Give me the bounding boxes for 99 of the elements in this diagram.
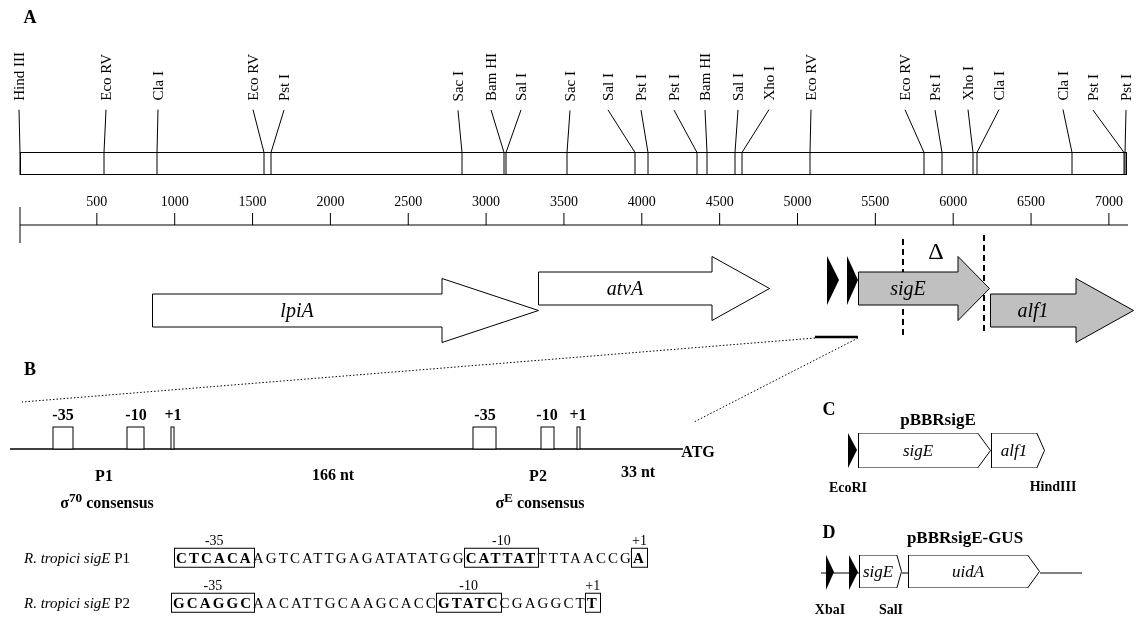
leader-line <box>156 109 159 153</box>
distance-label: 33 nt <box>620 463 656 481</box>
restriction-site-label: Xho I <box>960 66 976 101</box>
restriction-site-label: Eco RV <box>245 54 261 101</box>
leader-line <box>505 109 522 153</box>
gene-arrow: lpiA <box>152 278 539 343</box>
start-codon-label: ATG <box>681 443 715 461</box>
promoter-name: P2 <box>529 467 547 485</box>
restriction-site-label: HindIII <box>1029 479 1077 495</box>
gene-arrow: atvA <box>538 256 770 321</box>
gene-arrow: alf1 <box>991 433 1045 468</box>
leader-line <box>18 109 21 153</box>
promoter-element-label: -35 <box>474 406 496 424</box>
plasmid-name: pBBRsigE <box>900 410 976 430</box>
leader-line <box>607 109 636 153</box>
restriction-site-label: Eco RV <box>98 54 114 101</box>
restriction-site-label: Sal I <box>730 73 746 101</box>
scale-number: 7000 <box>1094 194 1123 210</box>
leader-line <box>734 109 739 153</box>
leader-line <box>741 109 770 153</box>
promoter-element-label: -10 <box>536 406 558 424</box>
position-label: +1 <box>585 577 601 594</box>
position-label: -35 <box>204 532 224 549</box>
promoter-element-label: +1 <box>569 406 587 424</box>
leader-line <box>270 109 285 153</box>
restriction-site-label: Sac I <box>450 71 466 102</box>
restriction-site-label: Sal I <box>600 73 616 101</box>
restriction-site-label: Cla I <box>991 71 1007 101</box>
restriction-site-label: Pst I <box>1118 74 1134 102</box>
leader-line <box>490 109 505 153</box>
scale-number: 4000 <box>627 194 656 210</box>
restriction-site-label: Cla I <box>150 71 166 101</box>
promoter-element-label: -35 <box>52 406 74 424</box>
consensus-label: σ$^{E}$ consensus <box>495 490 585 512</box>
gene-arrow: sigE <box>858 433 991 468</box>
scale-number: 5000 <box>783 194 812 210</box>
scale-number: 6500 <box>1017 194 1046 210</box>
scale-number: 2500 <box>394 194 423 210</box>
gene-arrow: sigE <box>859 555 902 588</box>
restriction-site-label: EcoRI <box>828 480 868 496</box>
leader-line <box>673 109 698 153</box>
consensus-label: σ$^{70}$ consensus <box>60 490 154 512</box>
scale-number: 6000 <box>939 194 968 210</box>
scale-number: 500 <box>86 194 108 210</box>
panel-letter: D <box>822 523 836 543</box>
leader-line <box>566 109 571 153</box>
position-label: -10 <box>459 577 478 594</box>
scale-number: 5500 <box>861 194 890 210</box>
position-label: +1 <box>632 532 647 549</box>
leader-line <box>809 109 812 153</box>
scale-number: 3500 <box>549 194 578 210</box>
leader-line <box>457 109 463 153</box>
restriction-site-label: SalI <box>878 602 904 618</box>
promoter-name: P1 <box>95 467 113 485</box>
restriction-site-label: Pst I <box>666 74 682 102</box>
leader-line <box>1092 109 1125 153</box>
sequence-name: R. tropici sigE P2 <box>24 594 131 612</box>
restriction-site-label: Eco RV <box>897 54 913 101</box>
position-label: -35 <box>203 577 223 594</box>
leader-line <box>904 109 925 153</box>
leader-line <box>1124 109 1127 153</box>
restriction-site-label: Sac I <box>562 71 578 102</box>
panel-letter: B <box>24 360 36 380</box>
scale-number: 2000 <box>316 194 345 210</box>
leader-line <box>967 109 974 153</box>
position-label: -10 <box>492 532 511 549</box>
restriction-site-label: XbaI <box>814 602 846 618</box>
panel-letter: C <box>822 400 836 420</box>
promoter-element-label: -10 <box>125 406 147 424</box>
restriction-site-label: Bam HI <box>697 53 713 101</box>
scale-number: 4500 <box>705 194 734 210</box>
leader-line <box>252 109 265 153</box>
restriction-site-label: Eco RV <box>803 54 819 101</box>
restriction-map-bar <box>20 152 1127 175</box>
restriction-site-label: Xho I <box>761 66 777 101</box>
scale-number: 3000 <box>472 194 501 210</box>
gene-arrow: alf1 <box>990 278 1134 343</box>
panel-letter: A <box>23 8 37 28</box>
scale-number: 1000 <box>160 194 189 210</box>
leader-line <box>1062 109 1073 153</box>
leader-line <box>640 109 649 153</box>
promoter-element-label: +1 <box>164 406 182 424</box>
restriction-site-label: Pst I <box>276 74 292 102</box>
restriction-site-label: Cla I <box>1055 71 1071 101</box>
leader-line <box>103 109 107 153</box>
sequence-name: R. tropici sigE P1 <box>24 549 131 567</box>
restriction-site-label: Pst I <box>1085 74 1101 102</box>
leader-line <box>934 109 943 153</box>
restriction-site-label: Pst I <box>633 74 649 102</box>
plasmid-name: pBBRsigE-GUS <box>906 528 1024 548</box>
gene-arrow: uidA <box>908 555 1040 588</box>
restriction-site-label: Hind III <box>11 52 27 101</box>
scale-number: 1500 <box>238 194 267 210</box>
restriction-site-label: Bam HI <box>483 53 499 101</box>
distance-label: 166 nt <box>311 466 355 484</box>
leader-line <box>704 109 708 153</box>
restriction-site-label: Sal I <box>513 73 529 101</box>
restriction-site-label: Pst I <box>927 74 943 102</box>
leader-line <box>976 109 1000 153</box>
